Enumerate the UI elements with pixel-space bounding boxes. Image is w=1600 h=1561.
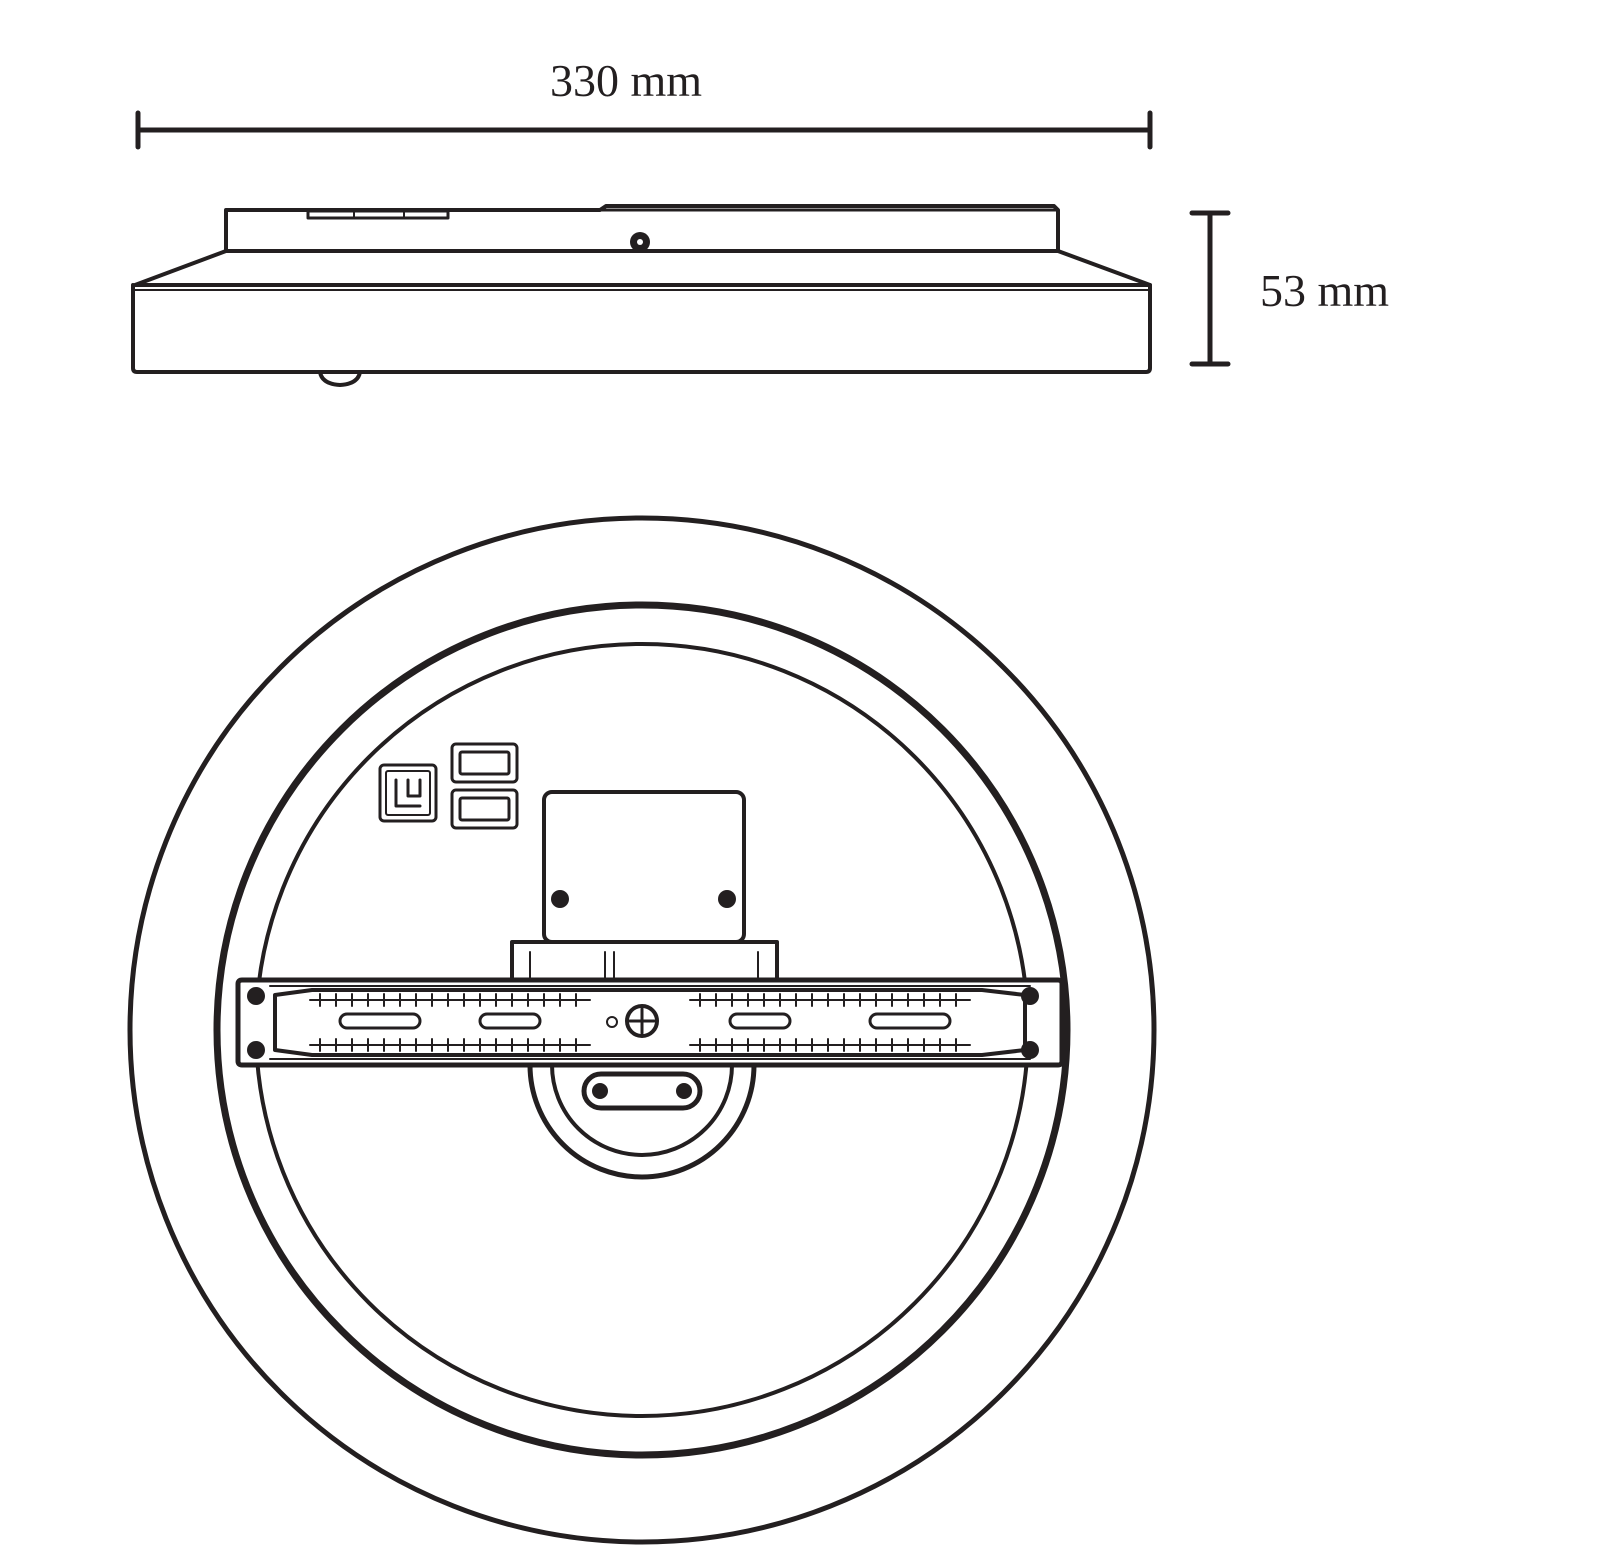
connector-ports [378, 742, 519, 830]
top-ledge-detail [306, 209, 450, 220]
screw-icon [247, 987, 265, 1005]
screw-icon [1021, 1041, 1039, 1059]
screw-icon [1021, 987, 1039, 1005]
slot [868, 1012, 952, 1030]
outer-rim [127, 515, 1157, 1545]
inner-rim [213, 601, 1071, 1459]
slot [478, 1012, 542, 1030]
slot [338, 1012, 422, 1030]
bottom-view [127, 515, 1157, 1545]
screw-icon [718, 890, 736, 908]
side-view [131, 204, 1152, 387]
sensor-bump [318, 370, 362, 387]
width-dimension-line [135, 110, 1153, 150]
screw-icon [676, 1083, 692, 1099]
height-dimension-label: 53 mm [1260, 265, 1390, 316]
screw-icon [551, 890, 569, 908]
mounting-bracket [235, 977, 1065, 1068]
height-dimension-line [1189, 210, 1231, 367]
screw-icon [592, 1083, 608, 1099]
cable-holder [527, 1062, 757, 1180]
slot [728, 1012, 792, 1030]
screw-icon [247, 1041, 265, 1059]
center-screw-icon [625, 1004, 659, 1038]
terminal-block [510, 790, 779, 984]
width-dimension-label: 330 mm [550, 55, 703, 106]
